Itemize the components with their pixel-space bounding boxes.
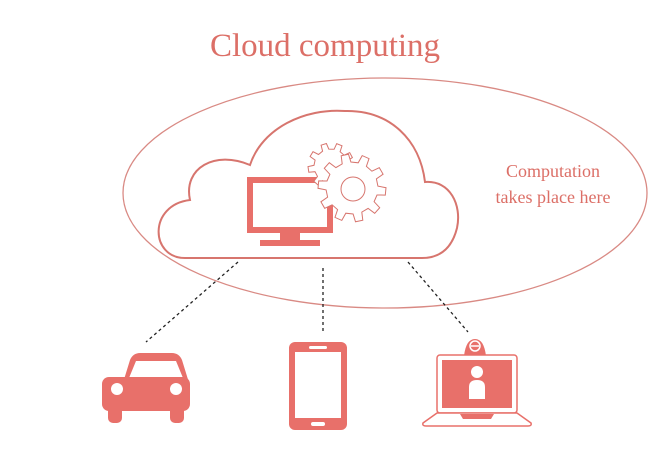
gear-hub <box>340 176 366 202</box>
connector-laptop <box>407 261 469 333</box>
car-icon <box>102 353 190 423</box>
cloud-icon <box>157 109 460 259</box>
user-icon <box>471 366 483 378</box>
gears-icon <box>307 142 387 223</box>
connector-car <box>145 261 239 343</box>
laptop-icon <box>422 339 532 427</box>
smartphone-icon <box>289 342 347 430</box>
annotation-line-2: takes place here <box>496 187 611 207</box>
cloud-boundary-ellipse <box>122 77 648 309</box>
annotation-line-1: Computation <box>506 161 600 181</box>
diagram-title: Cloud computing <box>210 28 440 64</box>
